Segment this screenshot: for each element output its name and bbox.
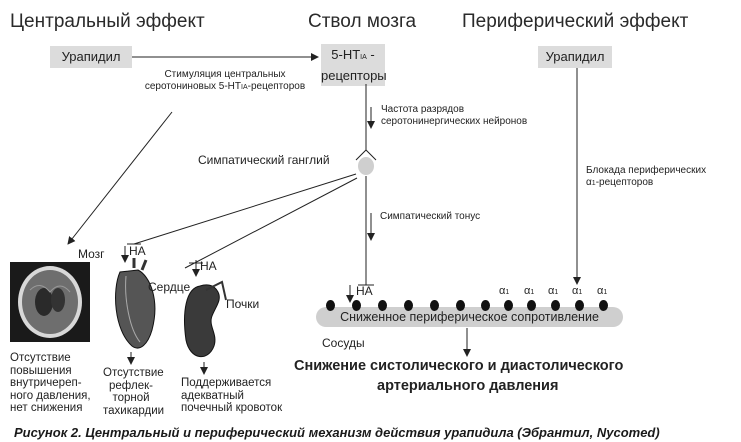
- firing-line2: серотонинергических нейронов: [381, 116, 528, 127]
- vessel-dot: [551, 300, 560, 311]
- vessel-dot: [527, 300, 536, 311]
- label-firing-rate: Частота разрядов серотонинергических ней…: [381, 104, 527, 128]
- alpha-symbol: α: [499, 285, 506, 297]
- alpha-subscript: 1: [530, 289, 535, 296]
- receptors-subscript: IA: [360, 54, 367, 61]
- alpha-label-5: α1: [597, 285, 607, 297]
- label-sympathetic-tone: Симпатический тонус: [380, 211, 481, 222]
- stimulation-line2a: серотониновых 5-HT: [144, 81, 242, 92]
- effect-brain-line: внутричереп-: [10, 377, 82, 389]
- brain-ct-image: [10, 262, 90, 342]
- heading-brainstem: Ствол мозга: [308, 11, 417, 32]
- alpha-subscript: 1: [505, 289, 510, 296]
- box-urapidil-central: Урапидил: [50, 46, 132, 68]
- blockade-line1: Блокада периферических: [586, 165, 707, 176]
- box-5ht1a-receptors: 5-HTIA - рецепторы: [321, 44, 387, 86]
- heading-peripheral-effect: Периферический эффект: [462, 11, 689, 32]
- blockade-line2: -рецепторов: [595, 177, 654, 188]
- effect-heart-line: Отсутствие: [103, 367, 164, 379]
- box-urapidil-peripheral: Урапидил: [538, 46, 612, 68]
- alpha-subscript: 1: [554, 289, 559, 296]
- alpha-label-4: α1: [572, 285, 582, 297]
- effect-kidneys: Поддерживается адекватный почечный крово…: [181, 377, 282, 415]
- alpha-label-1: α1: [499, 285, 509, 297]
- effect-heart-line: рефлек-: [109, 379, 153, 392]
- effect-kidneys-line: почечный кровоток: [181, 402, 283, 414]
- label-vessels: Сосуды: [322, 336, 365, 350]
- alpha-subscript: 1: [603, 289, 608, 296]
- alpha-symbol: α: [572, 285, 579, 297]
- result-line-1: Снижение систолического и диастолическог…: [294, 358, 624, 374]
- vessel-resistance-bar: Сниженное периферическое сопротивление: [316, 307, 623, 327]
- stimulation-line1: Стимуляция центральных: [164, 69, 286, 80]
- effect-brain: Отсутствие повышения внутричереп- ного д…: [10, 352, 91, 415]
- effect-heart-line: тахикардии: [103, 404, 165, 417]
- label-na-vessels: НА: [356, 284, 373, 298]
- receptors-label-2: рецепторы: [321, 68, 387, 83]
- effect-heart-line: торной: [112, 392, 150, 404]
- line-ganglion-to-heart: [184, 177, 358, 269]
- alpha-label-2: α1: [524, 285, 534, 297]
- heading-central-effect: Центральный эффект: [10, 11, 205, 32]
- alpha-symbol: α: [548, 285, 555, 297]
- effect-brain-line: Отсутствие: [10, 352, 71, 364]
- receptors-label: 5-HT: [331, 47, 361, 62]
- label-heart: Сердце: [148, 280, 191, 294]
- alpha-label-3: α1: [548, 285, 558, 297]
- heart-illustration: [115, 258, 156, 349]
- effect-brain-line: повышения: [10, 364, 72, 377]
- ganglion-fork: [355, 149, 377, 161]
- vessel-dot: [575, 300, 584, 311]
- stimulation-subscript: IA: [241, 84, 248, 91]
- result-line-2: артериального давления: [377, 378, 559, 394]
- label-na-heart: НА: [200, 259, 217, 273]
- vessel-dot: [456, 300, 465, 311]
- label-alpha-blockade: Блокада периферических α1-рецепторов: [586, 165, 706, 190]
- effect-kidneys-line: адекватный: [181, 389, 244, 402]
- blockade-subscript: 1: [591, 180, 596, 187]
- vessel-dot: [599, 300, 608, 311]
- figure-caption: Рисунок 2. Центральный и периферический …: [14, 425, 660, 440]
- alpha-symbol: α: [597, 285, 604, 297]
- alpha-symbol: α: [524, 285, 531, 297]
- effect-kidneys-line: Поддерживается: [181, 377, 272, 389]
- vessel-dot: [378, 300, 387, 311]
- arrow-to-brain: [67, 111, 173, 245]
- effect-brain-line: ного давления,: [10, 389, 91, 402]
- vessel-dot: [404, 300, 413, 311]
- effect-heart: Отсутствие рефлек- торной тахикардии: [103, 367, 164, 417]
- vessel-dot: [430, 300, 439, 311]
- kidney-illustration: [184, 280, 227, 357]
- vessel-dot: [352, 300, 361, 311]
- label-sympathetic-ganglion: Симпатический ганглий: [198, 153, 330, 167]
- ganglion-node: [358, 157, 374, 175]
- effect-brain-line: нет снижения: [10, 402, 83, 414]
- vessel-dot: [326, 300, 335, 311]
- label-kidneys: Почки: [226, 297, 260, 311]
- label-brain: Мозг: [78, 247, 105, 261]
- receptors-label-dash: -: [366, 47, 375, 62]
- label-stimulation: Стимуляция центральных серотониновых 5-H…: [135, 69, 315, 94]
- vessel-dot: [481, 300, 490, 311]
- line-ganglion-to-brain: [133, 173, 357, 245]
- vessel-dot: [504, 300, 513, 311]
- stimulation-line2b: -рецепторов: [247, 81, 306, 92]
- label-na-brain: НА: [129, 244, 146, 258]
- blockade-alpha: α: [586, 177, 592, 188]
- alpha-subscript: 1: [578, 289, 583, 296]
- firing-line1: Частота разрядов: [381, 104, 465, 115]
